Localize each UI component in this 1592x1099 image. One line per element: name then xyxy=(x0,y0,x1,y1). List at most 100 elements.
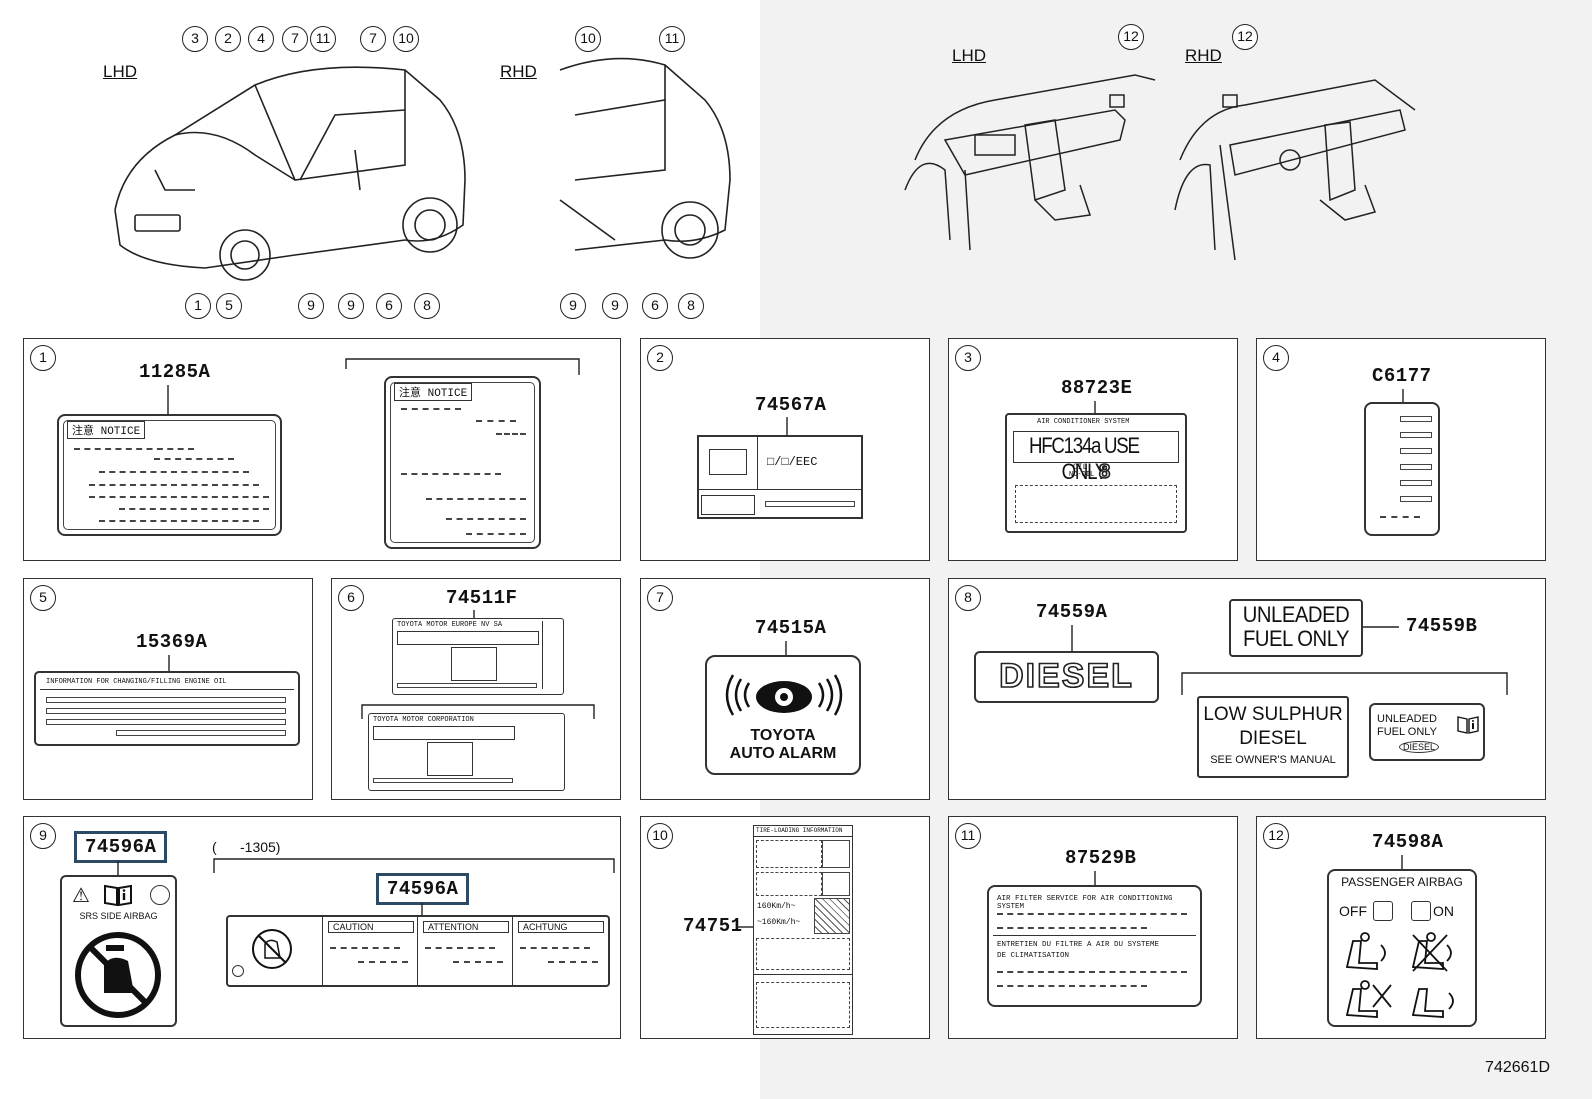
callout: 10 xyxy=(575,26,601,52)
unleaded-small-line-1: UNLEADED xyxy=(1377,713,1437,725)
no-child-seat-icon xyxy=(75,932,161,1018)
label-panel-6: 6 74511F TOYOTA MOTOR EUROPE NV SA TOYOT… xyxy=(331,578,621,800)
oil-number: 8 xyxy=(1098,460,1111,484)
part-code: 88723E xyxy=(1061,377,1133,399)
label-panel-8: 8 74559A 74559B DIESEL UNLEADED FUEL ONL… xyxy=(948,578,1546,800)
alarm-line-2: AUTO ALARM xyxy=(729,745,837,762)
callout: 8 xyxy=(414,293,440,319)
panel-number: 4 xyxy=(1263,345,1289,371)
unleaded-line-2: FUEL ONLY xyxy=(1242,626,1350,651)
callout: 9 xyxy=(338,293,364,319)
part-code: 74598A xyxy=(1372,831,1444,853)
off-text: OFF xyxy=(1339,903,1367,919)
spec-label xyxy=(1364,402,1440,536)
callout: 9 xyxy=(560,293,586,319)
view-label-rhd: RHD xyxy=(500,62,537,81)
seat-occupant-icons xyxy=(1345,932,1454,1018)
car-exterior-lhd-drawing xyxy=(114,66,466,281)
air-filter-english: AIR FILTER SERVICE FOR AIR CONDITIONING … xyxy=(997,895,1173,911)
panel-number: 10 xyxy=(647,823,673,849)
callout: 3 xyxy=(182,26,208,52)
label-panel-10: 10 74751 TIRE-LOADING INFORMATION 160Km/… xyxy=(640,816,930,1039)
panel-number: 8 xyxy=(955,585,981,611)
callout: 4 xyxy=(248,26,274,52)
manufacturer-text: TOYOTA MOTOR EUROPE NV SA xyxy=(397,621,503,629)
label-panel-11: 11 87529B AIR FILTER SERVICE FOR AIR CON… xyxy=(948,816,1238,1039)
label-panel-7: 7 74515A TOYOTA AUTO ALARM xyxy=(640,578,930,800)
achtung-heading: ACHTUNG xyxy=(518,921,604,933)
attention-heading: ATTENTION xyxy=(423,921,509,933)
part-code: 74567A xyxy=(755,394,827,416)
passenger-airbag-label: PASSENGER AIRBAG OFF ON xyxy=(1327,869,1477,1027)
oil-text: OIL xyxy=(1073,463,1088,472)
label-panel-1: 1 11285A 注意 NOTICE 注意 NOTICE xyxy=(23,338,621,561)
warning-triangle-icon: ⚠ xyxy=(72,885,90,907)
serial-range-text: ( -1305) xyxy=(212,839,281,855)
no-child-seat-icon-small xyxy=(252,929,292,969)
on-text: ON xyxy=(1433,903,1454,919)
callout: 12 xyxy=(1232,24,1258,50)
callout: 7 xyxy=(282,26,308,52)
notice-label-landscape: 注意 NOTICE xyxy=(57,414,282,536)
panel-number: 12 xyxy=(1263,823,1289,849)
manufacturer-text: TOYOTA MOTOR CORPORATION xyxy=(373,716,474,724)
callout: 2 xyxy=(215,26,241,52)
callout: 12 xyxy=(1118,24,1144,50)
car-exterior-rhd-drawing xyxy=(559,57,731,259)
callout: 7 xyxy=(360,26,386,52)
srs-text: SRS SIDE AIRBAG xyxy=(79,911,158,921)
passenger-airbag-title: PASSENGER AIRBAG xyxy=(1341,875,1463,889)
part-code: 74751 xyxy=(683,915,743,937)
diesel-label: DIESEL xyxy=(974,651,1159,703)
panel-number: 7 xyxy=(647,585,673,611)
manual-book-icon xyxy=(1457,716,1479,734)
callout: 9 xyxy=(602,293,628,319)
panel-number: 11 xyxy=(955,823,981,849)
notice-label-portrait: 注意 NOTICE xyxy=(384,376,541,549)
view-label-interior-rhd: RHD xyxy=(1185,46,1222,65)
airbag-off-icon xyxy=(1373,901,1393,921)
vin-plate-europe: TOYOTA MOTOR EUROPE NV SA xyxy=(392,618,564,695)
label-panel-3: 3 88723E AIR CONDITIONER SYSTEM HFC134a … xyxy=(948,338,1238,561)
view-label-lhd: LHD xyxy=(103,62,138,81)
low-sulphur-line-2: DIESEL xyxy=(1239,728,1307,749)
callout: 6 xyxy=(376,293,402,319)
indicator-circle xyxy=(150,885,170,905)
part-code: 11285A xyxy=(139,361,211,383)
manual-book-icon xyxy=(104,884,132,907)
callout: 10 xyxy=(393,26,419,52)
side-airbag-multilang-label: CAUTION ATTENTION ACHTUNG xyxy=(226,915,610,987)
part-code: 15369A xyxy=(136,631,208,653)
part-code: 74515A xyxy=(755,617,827,639)
part-code: 74511F xyxy=(446,587,518,609)
panel-number: 1 xyxy=(30,345,56,371)
label-panel-9: 9 74596A 74596A ( -1305) ⚠ SRS SIDE AIRB… xyxy=(23,816,621,1039)
label-panel-2: 2 74567A □/□/EEC xyxy=(640,338,930,561)
part-code-highlighted: 74596A xyxy=(74,831,168,863)
callout: 9 xyxy=(298,293,324,319)
tire-loading-title: TIRE-LOADING INFORMATION xyxy=(756,827,843,834)
part-code: 74559B xyxy=(1406,615,1478,637)
airbag-on-icon xyxy=(1411,901,1431,921)
refrigerant-label: AIR CONDITIONER SYSTEM HFC134a USE ONLY … xyxy=(1005,413,1187,533)
unleaded-line-1: UNLEADED xyxy=(1242,602,1350,627)
part-code-highlighted: 74596A xyxy=(376,873,470,905)
alarm-car-icon xyxy=(725,674,843,716)
callout: 5 xyxy=(216,293,242,319)
air-filter-french-1: ENTRETIEN DU FILTRE A AIR DU SYSTEME xyxy=(997,941,1160,949)
speed-2: ~160Km/h~ xyxy=(757,918,801,927)
part-code: 87529B xyxy=(1065,847,1137,869)
air-filter-french-2: DE CLIMATISATION xyxy=(997,952,1070,960)
panel-number: 2 xyxy=(647,345,673,371)
vin-plate-corp: TOYOTA MOTOR CORPORATION xyxy=(368,713,565,791)
callout: 1 xyxy=(185,293,211,319)
label-panel-4: 4 C6177 xyxy=(1256,338,1546,561)
panel-number: 5 xyxy=(30,585,56,611)
panel-number: 3 xyxy=(955,345,981,371)
eec-text: □/□/EEC xyxy=(767,455,818,469)
part-code: 74559A xyxy=(1036,601,1108,623)
diesel-text: DIESEL xyxy=(998,656,1134,696)
notice-heading: 注意 NOTICE xyxy=(394,383,473,401)
unleaded-small-line-3: DIESEL xyxy=(1399,741,1440,753)
interior-rhd-drawing xyxy=(1174,79,1416,261)
